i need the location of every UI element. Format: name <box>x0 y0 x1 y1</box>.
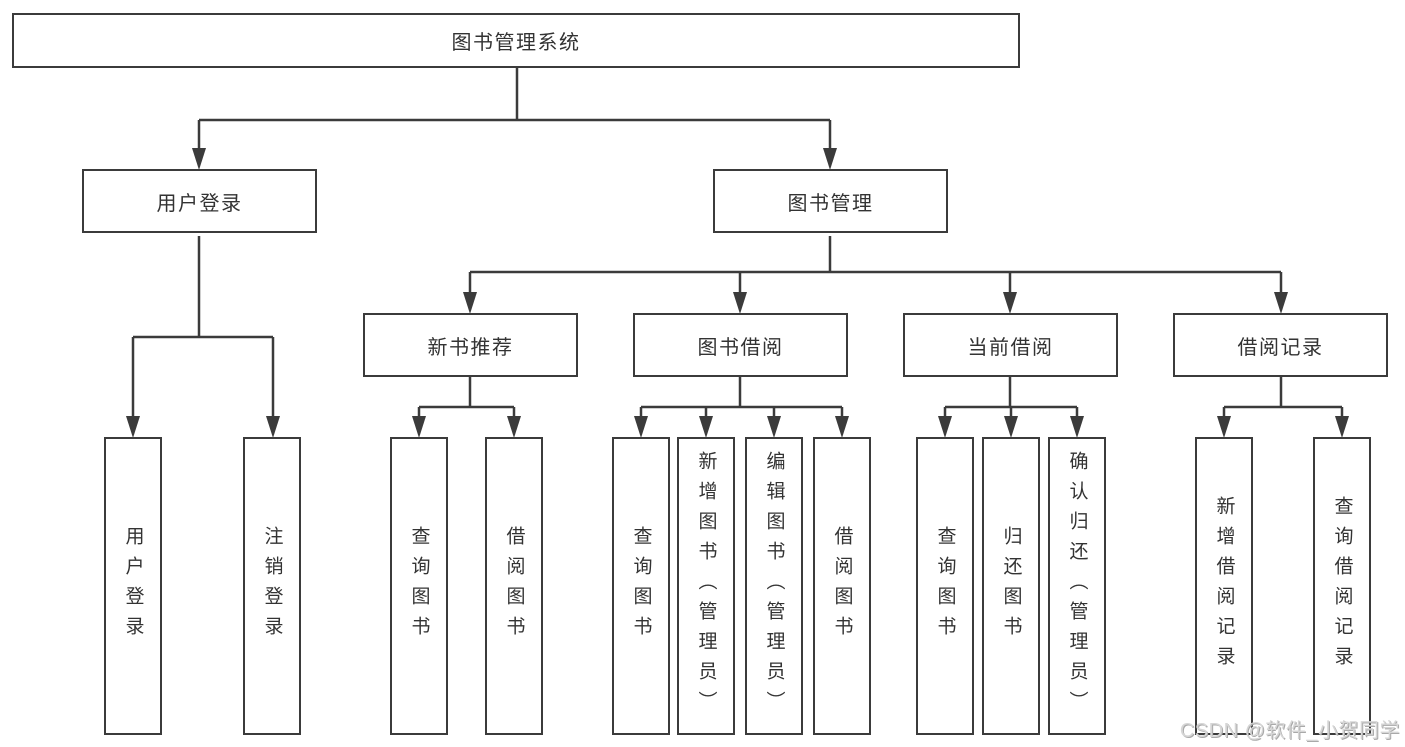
leaf-query-borrow-record: 查询借阅记录 <box>1313 437 1371 735</box>
leaf-add-book-admin-label: 新增图书（管理员） <box>695 451 717 721</box>
leaf-query-books-recommend: 查询图书 <box>390 437 448 735</box>
node-new-book-recommend-label: 新书推荐 <box>427 336 514 359</box>
leaf-edit-book-admin: 编辑图书（管理员） <box>745 437 803 735</box>
node-new-book-recommend: 新书推荐 <box>363 313 578 377</box>
leaf-return-books-label: 归还图书 <box>1000 526 1022 646</box>
node-root: 图书管理系统 <box>12 13 1020 68</box>
leaf-query-borrow-record-label: 查询借阅记录 <box>1331 496 1353 676</box>
node-book-management: 图书管理 <box>713 169 948 233</box>
leaf-edit-book-admin-label: 编辑图书（管理员） <box>763 451 785 721</box>
node-book-borrowing-label: 图书借阅 <box>697 336 784 359</box>
leaf-confirm-return-admin: 确认归还（管理员） <box>1048 437 1106 735</box>
leaf-borrow-books: 借阅图书 <box>813 437 871 735</box>
leaf-borrow-books-label: 借阅图书 <box>831 526 853 646</box>
leaf-add-borrow-record: 新增借阅记录 <box>1195 437 1253 735</box>
leaf-query-books-current: 查询图书 <box>916 437 974 735</box>
leaf-query-books-borrowing: 查询图书 <box>612 437 670 735</box>
leaf-logout-label: 注销登录 <box>261 526 283 646</box>
node-user-login: 用户登录 <box>82 169 317 233</box>
node-borrowing-records-label: 借阅记录 <box>1237 336 1324 359</box>
leaf-borrow-books-recommend-label: 借阅图书 <box>503 526 525 646</box>
leaf-user-login-label: 用户登录 <box>122 526 144 646</box>
leaf-add-borrow-record-label: 新增借阅记录 <box>1213 496 1235 676</box>
leaf-borrow-books-recommend: 借阅图书 <box>485 437 543 735</box>
leaf-confirm-return-admin-label: 确认归还（管理员） <box>1066 451 1088 721</box>
leaf-logout: 注销登录 <box>243 437 301 735</box>
node-borrowing-records: 借阅记录 <box>1173 313 1388 377</box>
node-book-borrowing: 图书借阅 <box>633 313 848 377</box>
node-current-borrowing-label: 当前借阅 <box>967 336 1054 359</box>
node-user-login-label: 用户登录 <box>156 192 243 215</box>
node-root-label: 图书管理系统 <box>451 32 581 54</box>
leaf-query-books-borrowing-label: 查询图书 <box>630 526 652 646</box>
csdn-watermark: CSDN @软件_小贺同学 <box>1179 720 1400 742</box>
leaf-user-login: 用户登录 <box>104 437 162 735</box>
leaf-add-book-admin: 新增图书（管理员） <box>677 437 735 735</box>
arrowhead-icons <box>126 148 1349 438</box>
node-current-borrowing: 当前借阅 <box>903 313 1118 377</box>
leaf-query-books-current-label: 查询图书 <box>934 526 956 646</box>
leaf-query-books-recommend-label: 查询图书 <box>408 526 430 646</box>
leaf-return-books: 归还图书 <box>982 437 1040 735</box>
node-book-management-label: 图书管理 <box>787 192 874 215</box>
